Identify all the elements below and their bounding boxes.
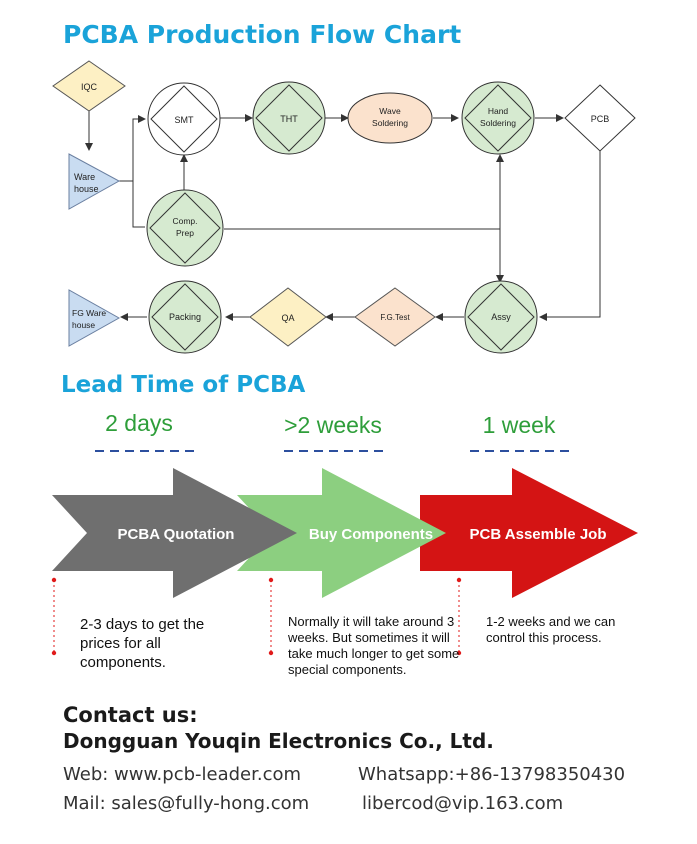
svg-text:PCB: PCB — [591, 114, 610, 124]
lead-time-arrows: PCBA Quotation Buy Components PCB Assemb… — [52, 468, 638, 598]
connector-warehouse-comp — [132, 181, 145, 228]
fg-test-node: F.G.Test — [354, 287, 436, 347]
flow-chart-title: PCBA Production Flow Chart — [63, 20, 462, 49]
mail2-text: libercod@vip.163.com — [362, 793, 564, 814]
svg-text:Wave: Wave — [379, 106, 401, 116]
svg-text:Comp.: Comp. — [172, 216, 197, 226]
svg-text:SMT: SMT — [175, 115, 195, 125]
pcb-node: PCB — [564, 84, 636, 152]
svg-text:F.G.Test: F.G.Test — [380, 313, 410, 322]
svg-text:house: house — [74, 184, 99, 194]
svg-text:IQC: IQC — [81, 82, 98, 92]
comp-prep-node: Comp. Prep — [146, 189, 224, 267]
arrow-label-assemble: PCB Assemble Job — [470, 526, 607, 543]
arrow-quotation — [52, 468, 297, 598]
iqc-node: IQC — [52, 60, 126, 112]
svg-text:Hand: Hand — [488, 106, 509, 116]
wave-soldering-node: Wave Soldering — [347, 92, 433, 144]
duration-quotation: 2 days — [105, 410, 173, 436]
desc-quotation: 2-3 days to get the prices for all compo… — [80, 616, 205, 671]
svg-text:Soldering: Soldering — [480, 118, 516, 128]
svg-text:Assy: Assy — [491, 312, 511, 322]
svg-text:Ware: Ware — [74, 172, 95, 182]
lead-time-title: Lead Time of PCBA — [61, 372, 306, 398]
svg-text:Prep: Prep — [176, 228, 194, 238]
svg-text:QA: QA — [281, 313, 294, 323]
duration-assemble: 1 week — [482, 412, 556, 438]
company-name: Dongguan Youqin Electronics Co., Ltd. — [63, 729, 494, 753]
arrow-buy-components — [237, 468, 446, 598]
warehouse-node: Ware house — [68, 153, 121, 210]
svg-text:Soldering: Soldering — [372, 118, 408, 128]
mail-text: Mail: sales@fully-hong.com — [63, 793, 310, 814]
fg-warehouse-node: FG Ware house — [68, 289, 121, 347]
duration-buy-components: >2 weeks — [284, 412, 382, 438]
contact-heading: Contact us: — [63, 703, 198, 727]
connector-pcb-assy — [539, 148, 601, 321]
tht-node: THT — [252, 81, 326, 155]
qa-node: QA — [249, 287, 327, 347]
whatsapp-text: Whatsapp:+86-13798350430 — [358, 764, 626, 785]
svg-text:THT: THT — [280, 114, 298, 124]
svg-text:FG Ware: FG Ware — [72, 308, 106, 318]
svg-text:Packing: Packing — [169, 312, 201, 322]
desc-buy-components: Normally it will take around 3 weeks. Bu… — [288, 614, 460, 677]
arrow-assemble — [420, 468, 638, 598]
desc-assemble: 1-2 weeks and we can control this proces… — [486, 614, 616, 645]
packing-node: Packing — [148, 280, 222, 354]
web-text: Web: www.pcb-leader.com — [63, 764, 302, 785]
connectors — [85, 110, 601, 321]
assy-node: Assy — [464, 280, 538, 354]
arrow-label-quotation: PCBA Quotation — [118, 526, 235, 543]
connector-warehouse-branch — [119, 115, 146, 182]
hand-soldering-node: Hand Soldering — [461, 81, 535, 155]
smt-node: SMT — [147, 82, 221, 156]
duration-underlines — [95, 450, 571, 452]
timeline-markers — [51, 577, 462, 656]
svg-text:house: house — [72, 320, 95, 330]
arrow-label-buy-components: Buy Components — [309, 526, 433, 543]
flow-chart: IQC Ware house SMT THT Wave Soldering Ha… — [52, 60, 636, 354]
